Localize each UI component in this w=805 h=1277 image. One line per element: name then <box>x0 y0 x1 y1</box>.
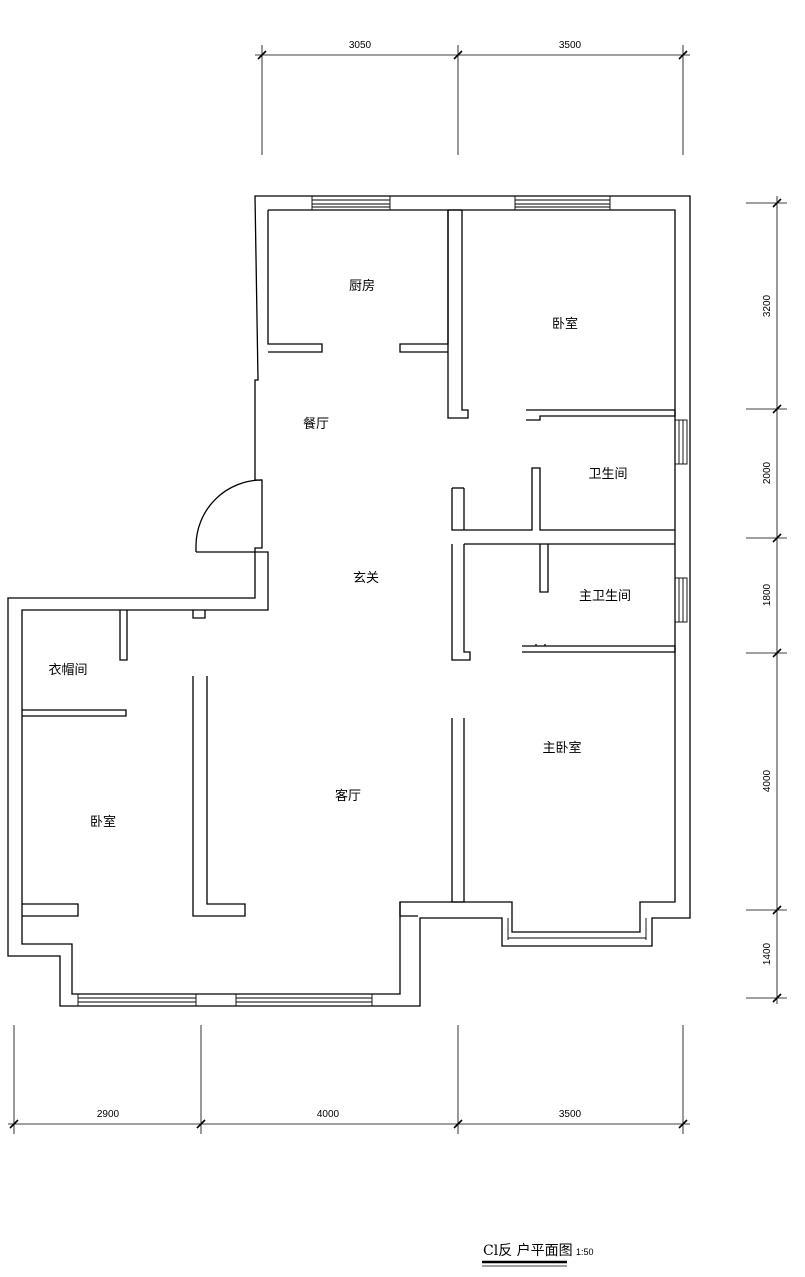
label-living-room: 客厅 <box>335 788 361 804</box>
dim-bottom-1: 2900 <box>97 1109 120 1120</box>
label-kitchen: 厨房 <box>349 278 375 294</box>
label-master-bedroom: 主卧室 <box>542 740 581 756</box>
label-bathroom: 卫生间 <box>588 467 627 482</box>
label-master-bathroom: 主卫生间 <box>579 589 631 604</box>
room-labels: 厨房 卧室 餐厅 卫生间 玄关 主卫生间 衣帽间 主卧室 客厅 卧室 <box>48 278 631 830</box>
dim-right-1: 3200 <box>762 294 773 317</box>
windows <box>77 196 688 1006</box>
title-scale: 1:50 <box>576 1247 594 1257</box>
label-foyer: 玄关 <box>353 571 379 586</box>
dim-right-3: 1800 <box>762 583 773 606</box>
dim-bottom-2: 4000 <box>317 1109 340 1120</box>
label-bedroom-west: 卧室 <box>90 814 116 830</box>
dim-right-5: 1400 <box>762 942 773 965</box>
label-dining: 餐厅 <box>303 416 329 432</box>
bottom-dimension: 2900 4000 3500 <box>8 1025 690 1134</box>
dim-top-1: 3050 <box>349 40 372 51</box>
dim-right-4: 4000 <box>762 769 773 792</box>
plan-title: Cl反 户平面图 1:50 <box>482 1242 594 1267</box>
title-text: Cl反 户平面图 <box>483 1242 573 1259</box>
entrance-door <box>195 479 263 553</box>
dim-top-2: 3500 <box>559 40 582 51</box>
top-dimension: 3050 3500 <box>255 40 690 155</box>
dim-right-2: 2000 <box>762 461 773 484</box>
label-cloakroom: 衣帽间 <box>48 662 87 678</box>
right-dimension: 3200 2000 1800 4000 1400 <box>746 196 787 1004</box>
dim-bottom-3: 3500 <box>559 1109 582 1120</box>
label-bedroom-north: 卧室 <box>552 316 578 332</box>
